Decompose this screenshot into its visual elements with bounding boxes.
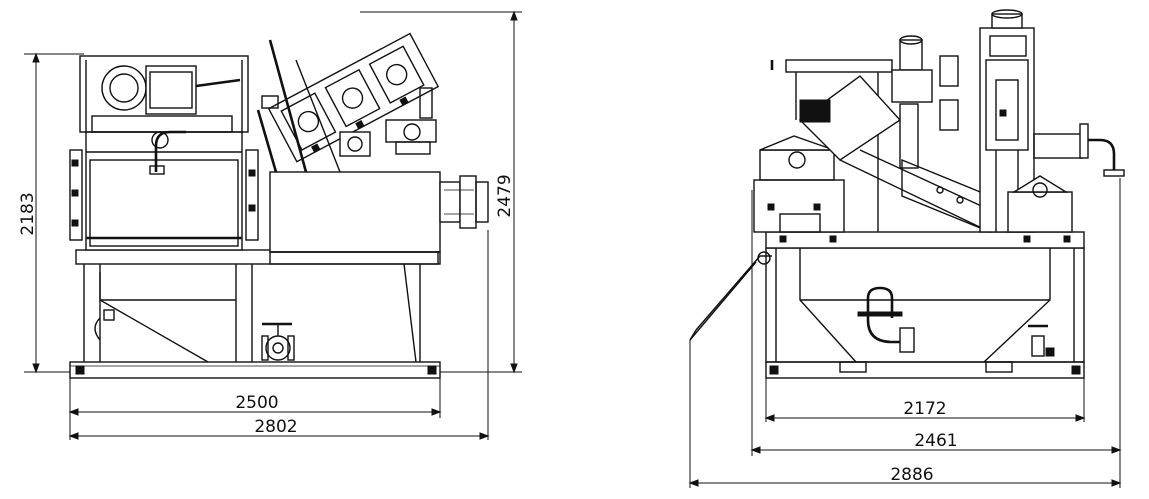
front-inner-width-label: 2461 bbox=[914, 431, 957, 451]
front-view-dimensions: 2172 2461 2886 bbox=[688, 178, 1122, 488]
front-overall-width-label: 2886 bbox=[890, 465, 933, 485]
front-base-width-label: 2172 bbox=[903, 399, 946, 419]
front-view bbox=[689, 9, 1125, 379]
side-length-label: 2802 bbox=[254, 417, 297, 437]
side-view-dimensions: 2183 2479 2500 2802 bbox=[18, 10, 522, 440]
side-view bbox=[69, 32, 489, 379]
side-total-height-label: 2479 bbox=[495, 174, 515, 217]
side-height-label: 2183 bbox=[18, 192, 38, 235]
side-base-width-label: 2500 bbox=[235, 393, 278, 413]
